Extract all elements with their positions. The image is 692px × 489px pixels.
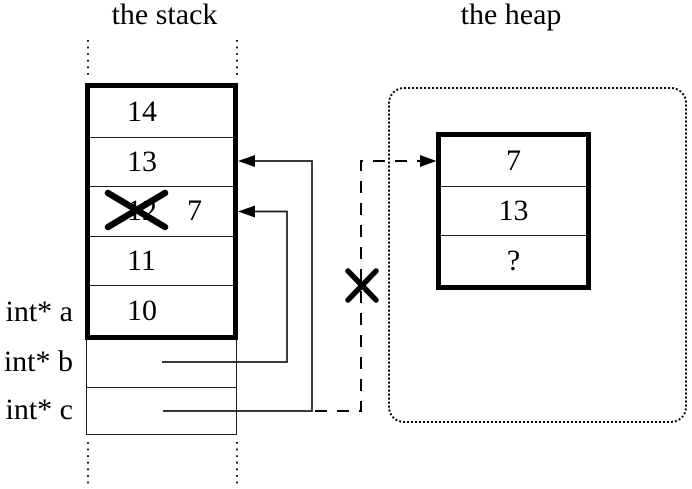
heap-cell-value: 13 — [498, 194, 529, 227]
stack-cell-13: 13 — [90, 138, 233, 188]
stack-pointer-cells — [86, 340, 237, 435]
dangling-x-icon — [345, 268, 379, 303]
arrowhead-icon — [238, 155, 255, 167]
stack-cell-overwritten: 12 7 — [90, 187, 233, 237]
arrowhead-icon — [238, 205, 255, 218]
stack-title: the stack — [111, 0, 218, 31]
pointer-cell-c — [87, 388, 236, 435]
stack-cell-value: 13 — [127, 144, 157, 178]
label-int-a: int* a — [5, 295, 74, 328]
heap-cell-value: ? — [506, 243, 521, 277]
crossed-out-old-value: 12 — [127, 194, 157, 228]
heap-cell-1: 13 — [441, 187, 586, 237]
pointer-cell-b — [87, 340, 236, 388]
stack-frame-box: 14 13 12 7 11 10 — [85, 83, 238, 340]
stack-cell-value: 14 — [127, 95, 157, 129]
stack-cell-value: 11 — [127, 244, 156, 278]
heap-cell-0: 7 — [441, 137, 586, 187]
stack-cell-10: 10 — [90, 286, 233, 335]
stack-cell-14: 14 — [90, 88, 233, 138]
label-int-b: int* b — [3, 345, 73, 378]
heap-title: the heap — [460, 0, 562, 31]
label-int-c: int* c — [5, 393, 74, 426]
heap-object-box: 7 13 ? — [436, 132, 591, 290]
heap-cell-2: ? — [441, 236, 586, 285]
heap-cell-value: 7 — [506, 144, 521, 178]
stack-cell-11: 11 — [90, 237, 233, 287]
stack-cell-value: 10 — [127, 293, 157, 327]
stack-cell-value: 7 — [187, 194, 202, 228]
